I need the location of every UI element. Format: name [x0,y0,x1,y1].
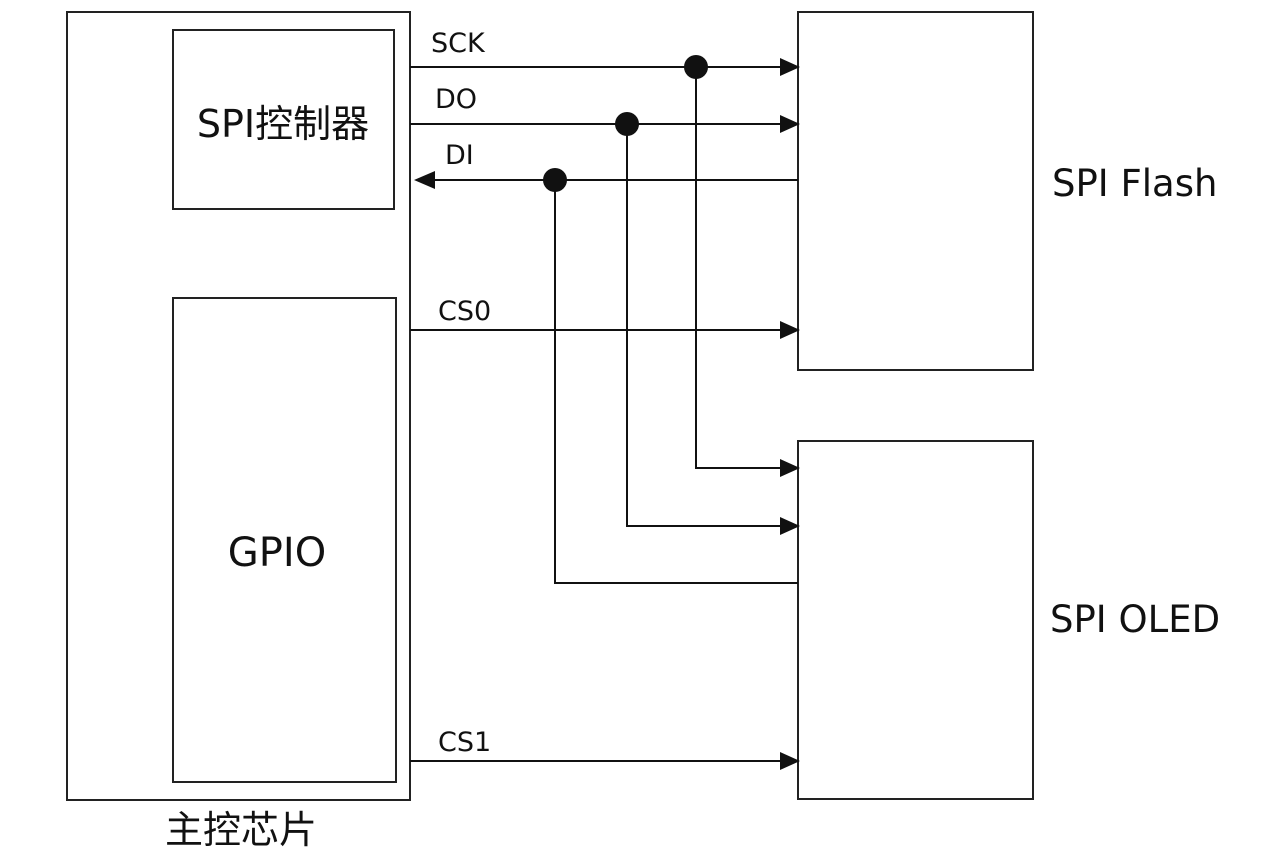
cs1-label: CS1 [438,727,491,758]
cs0-arrow [780,321,800,339]
sck-branch-wire [695,67,782,469]
spi-controller-label: SPI控制器 [197,102,369,146]
sck-arrow-flash [780,58,800,76]
spi-controller-box [172,29,395,210]
cs0-label: CS0 [438,296,491,327]
spi-flash-box [797,11,1034,371]
sck-label: SCK [431,28,486,59]
do-arrow-flash [780,115,800,133]
di-label: DI [445,140,474,171]
do-branch-wire [626,124,782,527]
gpio-label: GPIO [228,530,326,576]
spi-flash-label: SPI Flash [1052,162,1217,205]
do-label: DO [435,84,477,115]
sck-arrow-oled [780,459,800,477]
gpio-box [172,297,397,783]
do-arrow-oled [780,517,800,535]
di-branch-wire [554,180,798,584]
main-chip-label: 主控芯片 [165,808,317,852]
di-arrow-chip [414,171,435,189]
spi-oled-box [797,440,1034,800]
cs1-arrow [780,752,800,770]
spi-oled-label: SPI OLED [1050,598,1220,641]
